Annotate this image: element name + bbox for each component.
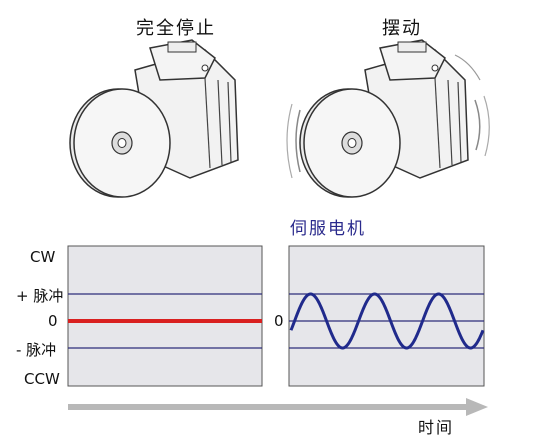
oscillation-chart-panel [288, 245, 485, 387]
y-label-ccw: CCW [24, 370, 60, 388]
y-label-plus-pulse: + 脉冲 [16, 287, 64, 305]
time-label: 时间 [418, 418, 455, 437]
y-label-zero: 0 [48, 312, 58, 330]
time-arrow [68, 398, 488, 416]
stopped-chart-panel [67, 245, 263, 387]
caption-stopped: 完全停止 [136, 18, 216, 39]
motor-oscillating-illustration [286, 39, 490, 198]
y-label-cw: CW [30, 248, 56, 266]
caption-oscillating: 摆动 [382, 18, 422, 39]
motor-stopped-illustration [69, 39, 239, 198]
oscillation-wave [289, 292, 485, 350]
oscillation-chart [288, 245, 485, 387]
y-label-minus-pulse: - 脉冲 [16, 341, 57, 359]
servo-title: 伺服电机 [290, 219, 366, 239]
stopped-chart [67, 245, 263, 387]
right-zero-label: 0 [274, 312, 284, 330]
